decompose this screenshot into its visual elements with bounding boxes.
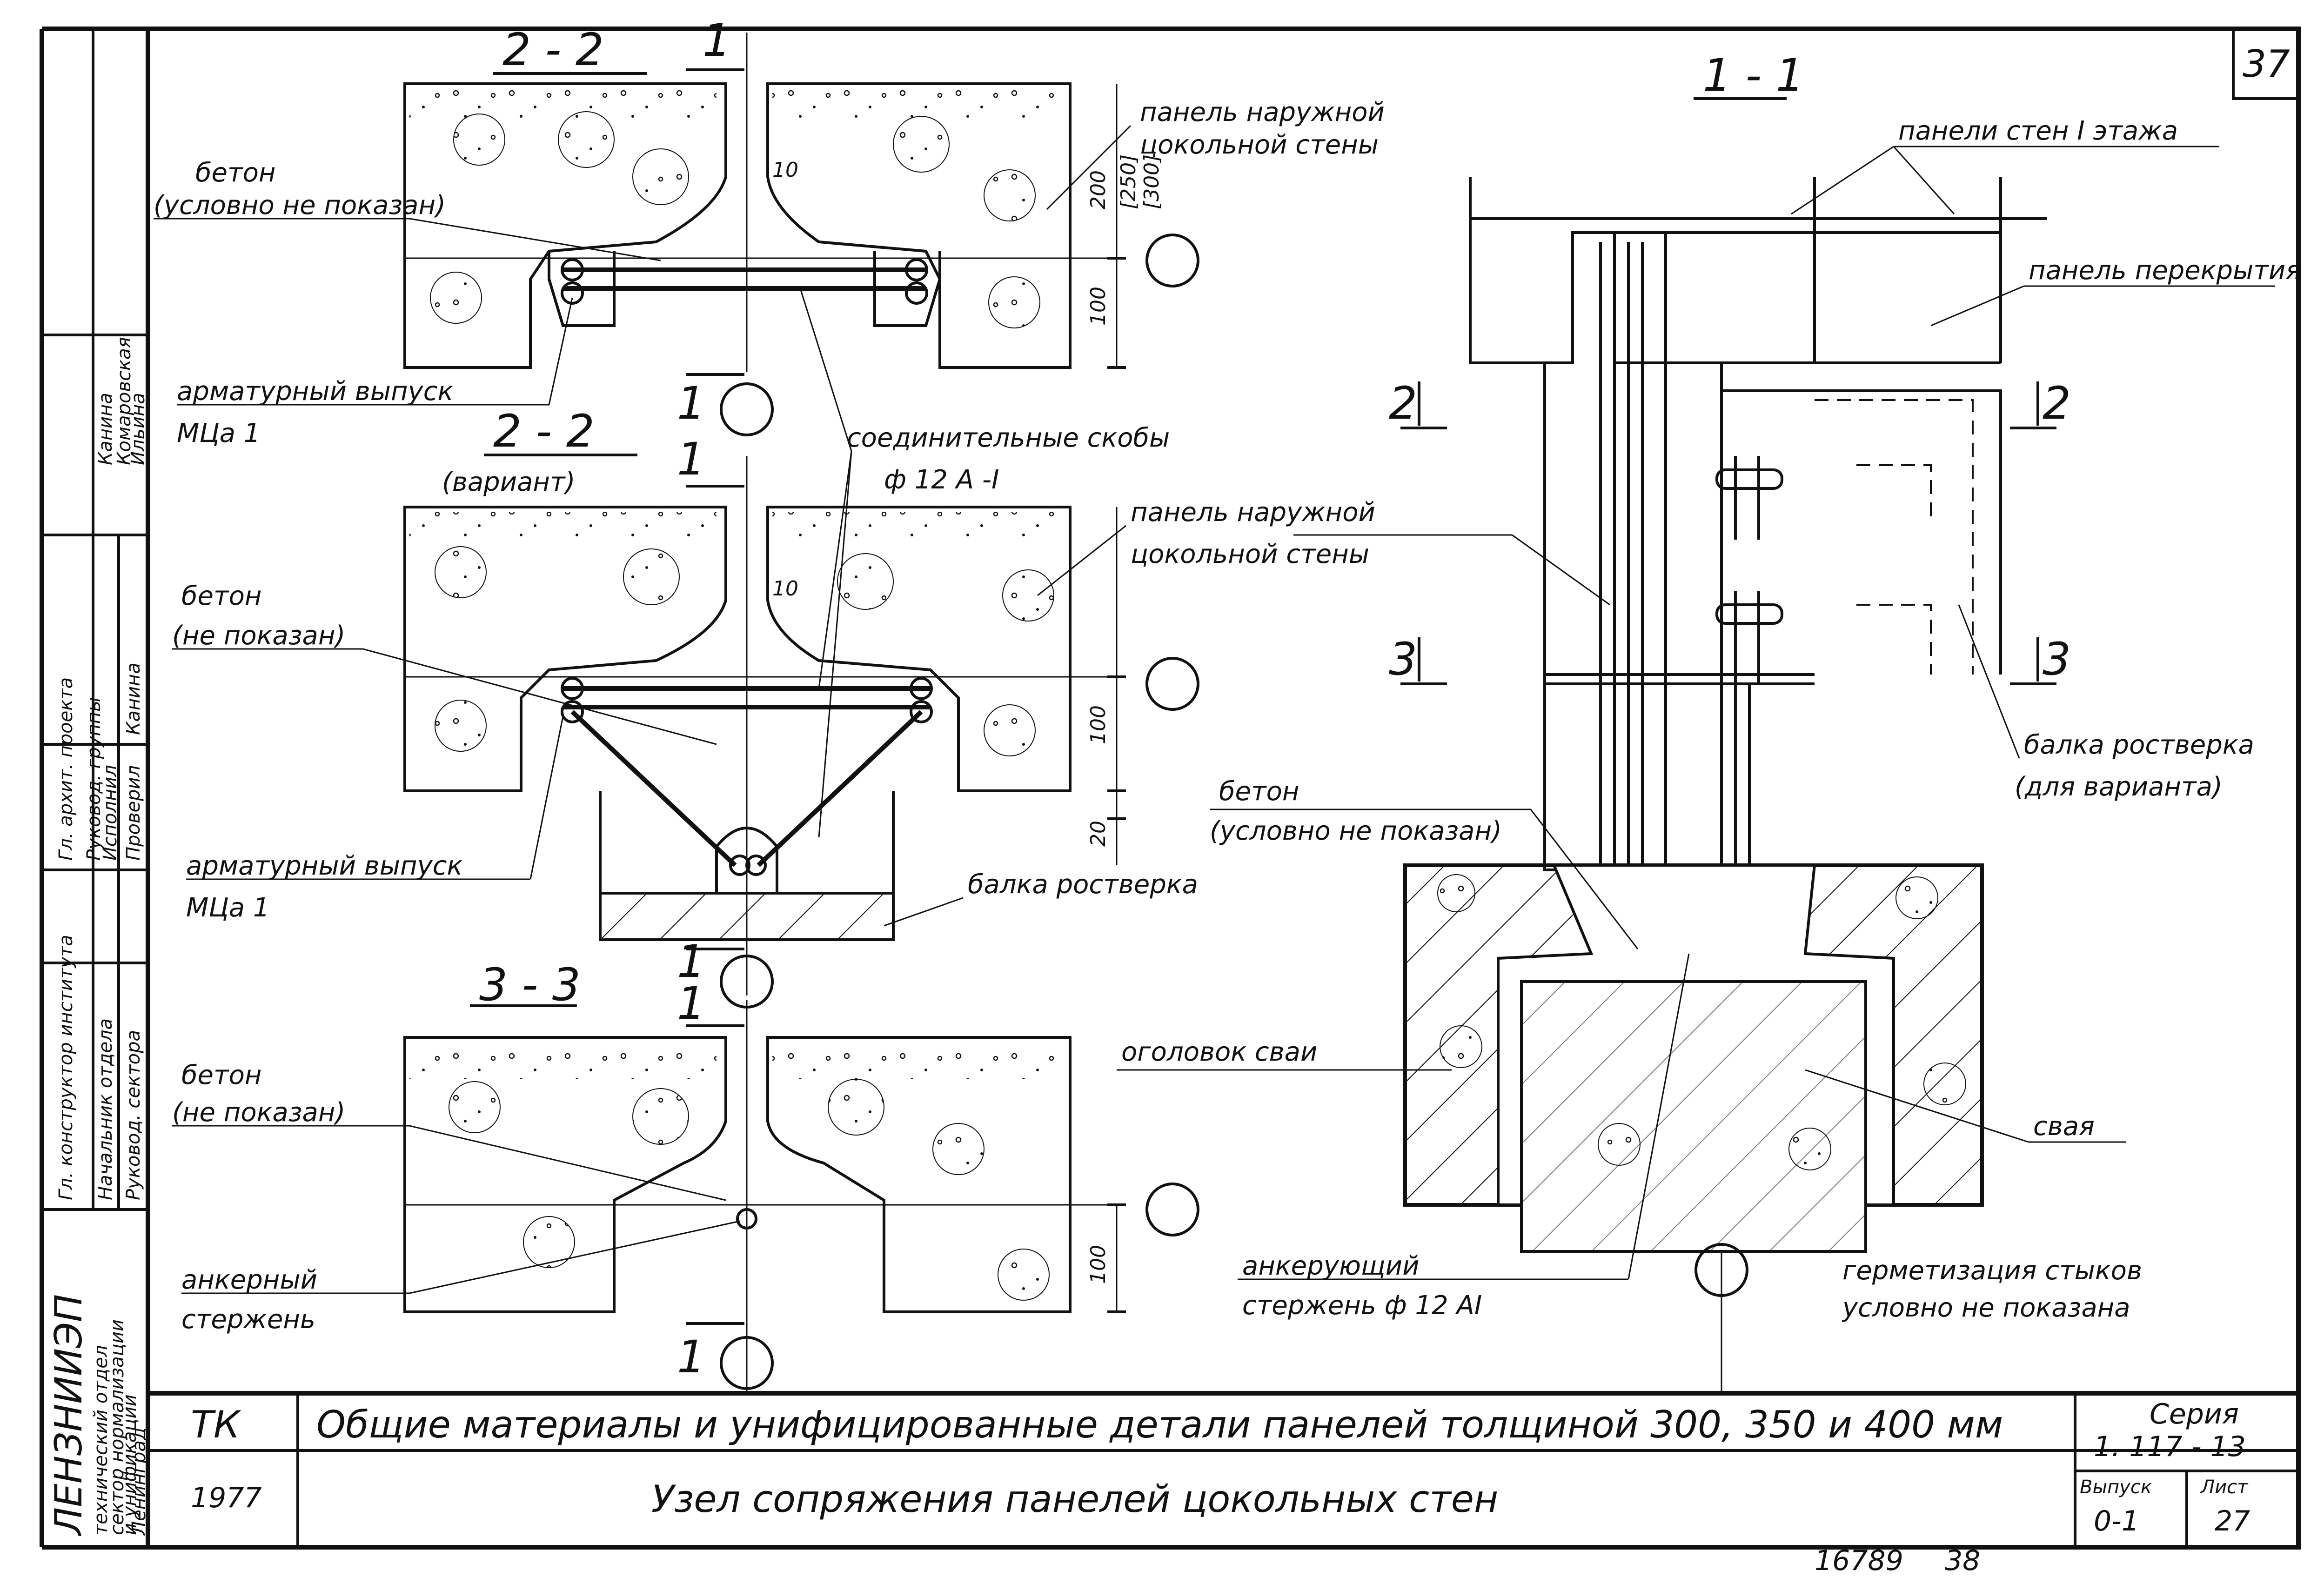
stamp-text: ЛЕНЗНИИЭП технический отдел сектор норма… <box>47 337 150 1537</box>
svg-text:анкерующий: анкерующий <box>1242 1251 1420 1281</box>
title-org: ТК <box>191 1403 241 1446</box>
section-1-1-labels: панели стен I этажа панель перекрытия ба… <box>1117 116 2301 1323</box>
svg-text:20: 20 <box>1086 821 1110 847</box>
svg-text:(не показан): (не показан) <box>172 1097 345 1128</box>
svg-text:10: 10 <box>772 158 798 182</box>
section-1-1: 1 - 1 <box>1389 49 2071 1396</box>
section-2-2-variant-labels: соединительные скобы ф 12 А -I панель на… <box>172 288 1375 927</box>
svg-text:арматурный выпуск: арматурный выпуск <box>186 851 463 881</box>
issue-value: 0-1 <box>2094 1505 2139 1537</box>
svg-text:Гл. конструктор института: Гл. конструктор института <box>55 935 77 1200</box>
svg-text:МЦа 1: МЦа 1 <box>186 893 270 923</box>
svg-text:технический отдел: технический отдел <box>90 1345 112 1535</box>
svg-text:[250]: [250] <box>1117 154 1140 209</box>
svg-text:сектор нормализации: сектор нормализации <box>107 1319 128 1535</box>
svg-text:2 - 2: 2 - 2 <box>502 24 604 76</box>
svg-text:соединительные скобы: соединительные скобы <box>847 423 1170 453</box>
svg-text:бетон: бетон <box>181 581 261 611</box>
title-year: 1977 <box>191 1482 262 1514</box>
svg-text:1: 1 <box>677 936 705 988</box>
svg-text:стержень ф 12 АI: стержень ф 12 АI <box>1242 1290 1482 1321</box>
section-3-3: 3 - 3 1 100 1 <box>403 959 1199 1396</box>
svg-text:Канина: Канина <box>123 662 144 735</box>
svg-text:панель наружной: панель наружной <box>1140 97 1385 127</box>
svg-text:2: 2 <box>1389 377 1417 429</box>
svg-text:Канина: Канина <box>95 393 116 465</box>
svg-text:бетон: бетон <box>195 158 275 188</box>
svg-text:цокольной стены: цокольной стены <box>1140 130 1379 160</box>
section-2-2-labels: бетон (условно не показан) панель наружн… <box>154 97 1385 448</box>
svg-text:МЦа 1: МЦа 1 <box>177 418 261 448</box>
svg-text:1: 1 <box>677 977 705 1029</box>
svg-text:и унификации: и унификации <box>119 1394 141 1535</box>
svg-text:(не показан): (не показан) <box>172 621 345 651</box>
svg-text:100: 100 <box>1086 287 1110 326</box>
svg-text:3: 3 <box>2043 633 2071 685</box>
svg-text:(для варианта): (для варианта) <box>2015 772 2223 802</box>
svg-text:1: 1 <box>677 433 705 485</box>
section-3-3-labels: бетон (не показан) анкерный стержень <box>172 1060 740 1335</box>
svg-text:Начальник отдела: Начальник отдела <box>95 1018 116 1200</box>
svg-text:условно не показана: условно не показана <box>1842 1293 2130 1323</box>
svg-text:Проверил: Проверил <box>123 765 144 861</box>
svg-text:оголовок сваи: оголовок сваи <box>1121 1037 1317 1067</box>
stamp-strip <box>40 27 148 1550</box>
svg-text:Руковод. группы: Руковод. группы <box>83 697 105 861</box>
svg-text:панель перекрытия: панель перекрытия <box>2029 255 2301 286</box>
bottom-page: 38 <box>1945 1544 1980 1577</box>
section-2-2: 2 - 2 1 200 [250] [300] 100 10 <box>403 14 1199 436</box>
svg-text:Исполнил: Исполнил <box>100 765 121 861</box>
series-value: 1. 117 - 13 <box>2094 1430 2246 1463</box>
svg-text:панель наружной: панель наружной <box>1131 497 1375 528</box>
svg-text:стержень: стержень <box>181 1304 315 1335</box>
sheet-number: 37 <box>2243 42 2290 86</box>
bottom-code: 16789 <box>1815 1544 1903 1577</box>
svg-text:200: 200 <box>1086 170 1110 209</box>
sheet-frame <box>146 27 2301 1550</box>
svg-text:1: 1 <box>677 377 705 429</box>
svg-text:(вариант): (вариант) <box>442 467 576 497</box>
series-label: Серия <box>2150 1398 2239 1430</box>
svg-text:панели стен I этажа: панели стен I этажа <box>1898 116 2178 146</box>
svg-text:Ильина: Ильина <box>127 393 149 465</box>
svg-text:Ленинград: Ленинград <box>128 1427 150 1536</box>
title-block: ТК 1977 Общие материалы и унифицированны… <box>191 1398 2250 1537</box>
sheet-value: 27 <box>2215 1505 2250 1537</box>
section-2-2-variant: 2 - 2 (вариант) 1 100 20 <box>403 405 1199 1009</box>
svg-text:10: 10 <box>772 577 798 601</box>
svg-text:1 - 1: 1 - 1 <box>1703 49 1804 101</box>
svg-text:1: 1 <box>677 1331 705 1383</box>
svg-text:ф 12 А -I: ф 12 А -I <box>884 465 999 495</box>
svg-text:(условно не показан): (условно не показан) <box>1210 816 1502 846</box>
svg-text:цокольной стены: цокольной стены <box>1131 539 1369 569</box>
svg-text:100: 100 <box>1086 1245 1110 1284</box>
sheet-label: Лист <box>2200 1477 2249 1498</box>
svg-text:бетон: бетон <box>181 1060 261 1090</box>
svg-text:балка ростверка: балка ростверка <box>2024 730 2254 760</box>
svg-text:ЛЕНЗНИИЭП: ЛЕНЗНИИЭП <box>47 1294 90 1537</box>
svg-text:свая: свая <box>2033 1111 2095 1142</box>
svg-text:герметизация стыков: герметизация стыков <box>1842 1256 2142 1286</box>
svg-text:бетон: бетон <box>1219 776 1299 807</box>
svg-text:арматурный выпуск: арматурный выпуск <box>177 376 454 407</box>
svg-text:Руковод. сектора: Руковод. сектора <box>123 1030 144 1200</box>
title-sub: Узел сопряжения панелей цокольных стен <box>651 1477 1498 1521</box>
svg-text:(условно не показан): (условно не показан) <box>154 190 446 221</box>
title-main: Общие материалы и унифицированные детали… <box>316 1403 2003 1446</box>
svg-text:балка ростверка: балка ростверка <box>968 869 1198 900</box>
svg-text:2 - 2: 2 - 2 <box>493 405 595 457</box>
svg-text:1: 1 <box>703 14 731 67</box>
svg-text:[300]: [300] <box>1140 154 1164 209</box>
svg-text:Гл. архит. проекта: Гл. архит. проекта <box>55 677 77 861</box>
issue-label: Выпуск <box>2080 1477 2152 1498</box>
svg-text:Комаровская: Комаровская <box>114 337 135 465</box>
svg-text:2: 2 <box>2043 377 2071 429</box>
svg-text:3: 3 <box>1389 633 1417 685</box>
svg-text:100: 100 <box>1086 705 1110 744</box>
svg-text:анкерный: анкерный <box>181 1265 317 1295</box>
svg-text:3 - 3: 3 - 3 <box>479 959 581 1011</box>
